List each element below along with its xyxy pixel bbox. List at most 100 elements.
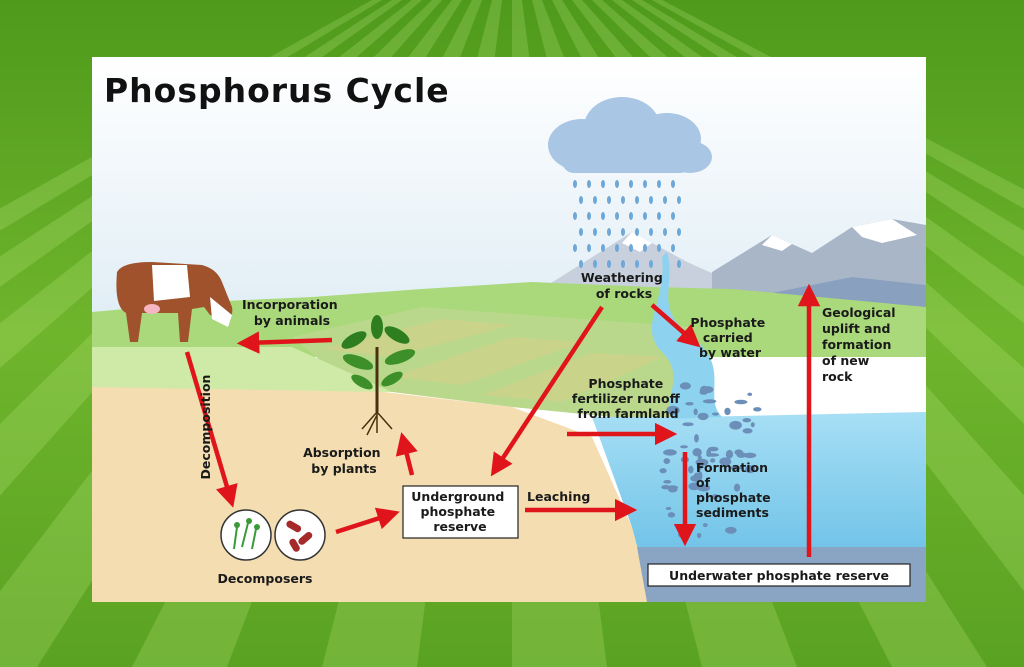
rain-drop	[649, 228, 653, 236]
sediment-pebble	[696, 532, 702, 539]
plant-illustration	[341, 315, 416, 436]
sediment-pebble	[711, 494, 719, 500]
sediment-pebble	[729, 466, 743, 470]
sediment-pebble	[706, 453, 720, 457]
sediment-pebble	[663, 449, 677, 456]
sediment-pebble	[667, 485, 679, 490]
rain-drop	[629, 212, 633, 220]
label-fertilizer-runoff: Phosphate fertilizer runoff from farmlan…	[572, 376, 684, 421]
sediment-pebble	[688, 465, 694, 474]
arrow-weathering-to-reserve	[490, 305, 604, 477]
rain-drop	[671, 180, 675, 188]
sediment-pebble	[725, 526, 737, 534]
cycle-arrows	[184, 283, 821, 557]
sediment-pebble	[753, 407, 762, 412]
rain-drop	[587, 212, 591, 220]
sediment-pebble	[695, 458, 709, 467]
rain-drop	[621, 260, 625, 268]
rain-drop	[579, 228, 583, 236]
rain-drop	[663, 196, 667, 204]
label-geological-uplift: Geological uplift and formation of new r…	[822, 305, 900, 384]
rain-drop	[615, 180, 619, 188]
soil-slope	[92, 347, 392, 392]
underwater-reserve-box	[647, 563, 911, 587]
label-incorporation: Incorporation by animals	[242, 297, 342, 328]
sediment-pebble	[736, 452, 747, 458]
label-decomposition: Decomposition	[198, 375, 213, 480]
sediment-pebble	[733, 483, 741, 492]
sediment-pebble	[702, 399, 717, 404]
arrow-decomposition	[184, 351, 238, 508]
phosphorus-cycle-diagram: Phosphorus Cycle Weathering of rocks Inc…	[92, 57, 926, 602]
rain-drop	[629, 180, 633, 188]
sediment-pebble	[724, 407, 731, 416]
rain-drop	[601, 244, 605, 252]
sediment-pebble	[680, 445, 688, 449]
rain-drop	[677, 260, 681, 268]
rain-drop	[621, 196, 625, 204]
rain-cloud	[548, 97, 712, 173]
rain-drop	[635, 196, 639, 204]
rain-drop	[657, 180, 661, 188]
cow-illustration	[116, 262, 233, 342]
sediment-pebble	[725, 449, 734, 459]
sediment-pebble	[743, 452, 757, 459]
sediment-pebble	[745, 465, 756, 474]
sediment-pebble	[750, 422, 755, 428]
label-leaching: Leaching	[527, 489, 590, 504]
label-absorption: Absorption by plants	[303, 445, 385, 476]
sediment-pebble	[694, 433, 699, 443]
rain-drop	[593, 228, 597, 236]
rain-drop	[657, 212, 661, 220]
arrow-weathering-to-water	[650, 303, 701, 348]
sediment-pebble	[742, 417, 752, 423]
sediment-pebble	[669, 407, 675, 411]
sediment-pebble	[707, 446, 719, 452]
rain-drop	[635, 228, 639, 236]
rain-drop	[615, 244, 619, 252]
sediment-pebble	[729, 420, 742, 430]
rain-drop	[587, 244, 591, 252]
arrow-to-underground	[335, 507, 400, 535]
sediment-pebble	[679, 382, 691, 390]
sediment-pebble	[742, 428, 753, 434]
rain-drop	[615, 212, 619, 220]
sediment-pebble	[699, 385, 709, 395]
arrow-absorption	[395, 432, 418, 476]
sediment-pebble	[697, 484, 711, 492]
sediment-pebble	[682, 422, 694, 427]
diagram-title: Phosphorus Cycle	[104, 71, 450, 110]
rain-drop	[593, 196, 597, 204]
sediment-pebble	[665, 431, 671, 439]
rain-drop	[649, 196, 653, 204]
sediment-pebble	[747, 392, 753, 397]
sediment-pebble	[663, 480, 672, 484]
rain-drop	[643, 212, 647, 220]
rain-drop	[671, 212, 675, 220]
farmland-stripes	[322, 319, 662, 402]
label-underground-reserve: Underground phosphate reserve	[411, 489, 508, 534]
sediment-pebble	[688, 482, 700, 491]
sediment-pebble	[702, 523, 708, 528]
sediment-pebbles	[659, 382, 762, 539]
rain-drop	[621, 228, 625, 236]
label-underwater-reserve: Underwater phosphate reserve	[669, 568, 889, 583]
label-decomposers: Decomposers	[218, 571, 313, 586]
sediment-pebble	[697, 412, 709, 421]
rain-drop	[607, 196, 611, 204]
sediment-pebble	[663, 458, 671, 465]
rain-drop	[635, 260, 639, 268]
rain-drop	[607, 260, 611, 268]
label-phosphate-carried: Phosphate carried by water	[690, 315, 769, 360]
underground-reserve-box	[402, 485, 519, 539]
rain-drop	[643, 180, 647, 188]
rain-drops	[573, 180, 681, 268]
sediment-pebble	[692, 448, 702, 457]
decomposers-illustration	[220, 509, 326, 561]
rain-drop	[649, 260, 653, 268]
rain-drop	[677, 228, 681, 236]
rain-drop	[629, 244, 633, 252]
rain-drop	[593, 260, 597, 268]
rain-drop	[607, 228, 611, 236]
rain-drop	[579, 196, 583, 204]
